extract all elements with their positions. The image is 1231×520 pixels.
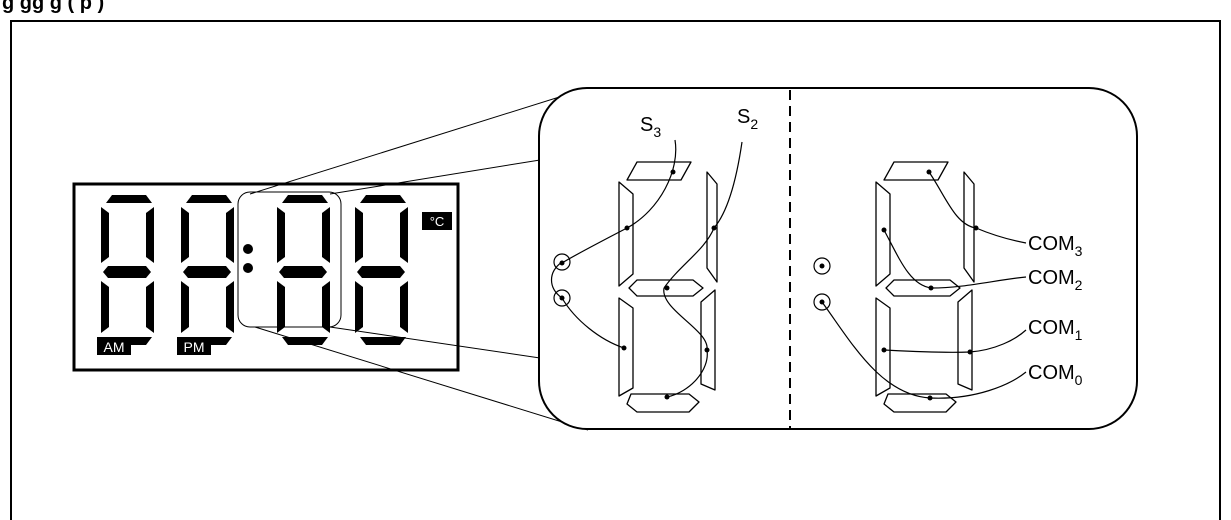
- zoom-lines: [249, 87, 589, 431]
- figure-caption: g gg g ( p ): [2, 0, 105, 14]
- zoom-panel-border: [538, 87, 1138, 430]
- label-com3: COM3: [1028, 233, 1083, 259]
- lcd-wiring-diagram: °C AM PM: [72, 87, 1138, 431]
- label-com2: COM2: [1028, 267, 1083, 293]
- label-s2: S2: [737, 106, 758, 132]
- label-com0: COM0: [1028, 362, 1083, 388]
- celsius-label: °C: [430, 214, 445, 229]
- pm-label: PM: [184, 339, 205, 355]
- label-s3: S3: [640, 114, 661, 140]
- celsius-badge: °C: [422, 212, 452, 230]
- colon-dot-bottom: [243, 263, 253, 273]
- figure-frame: [10, 20, 1221, 520]
- digit-highlight-box: [237, 191, 342, 328]
- pm-badge: PM: [177, 337, 211, 355]
- lcd-display: °C AM PM: [72, 182, 460, 372]
- am-label: AM: [104, 339, 125, 355]
- label-com1: COM1: [1028, 317, 1083, 343]
- am-badge: AM: [97, 337, 131, 355]
- zoom-panel: S3 S2 COM3 COM2 COM1 COM0: [538, 87, 1138, 430]
- colon-dot-top: [243, 244, 253, 254]
